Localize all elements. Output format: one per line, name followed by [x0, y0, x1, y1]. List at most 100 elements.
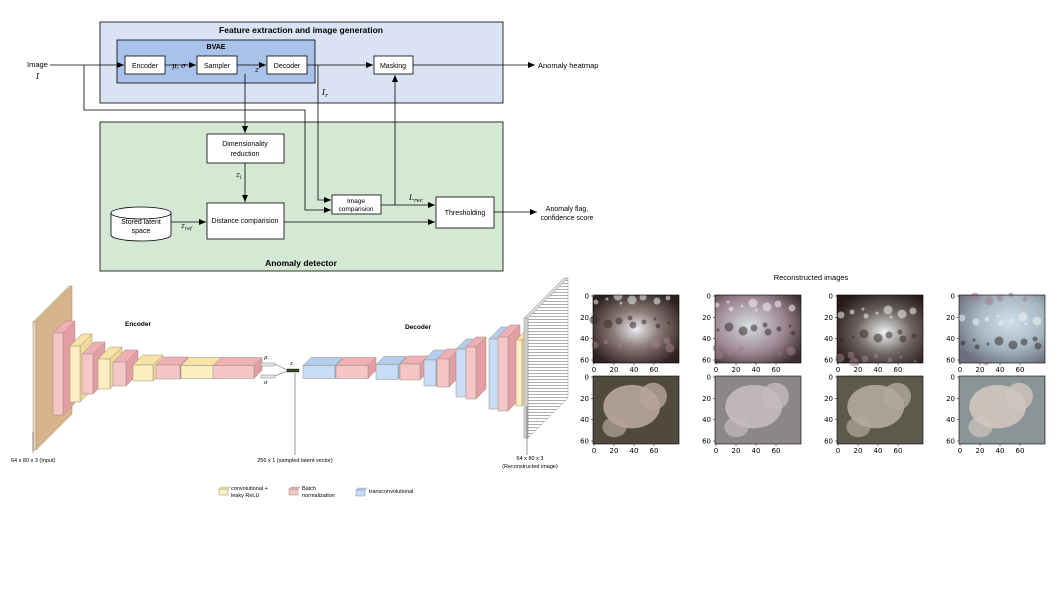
ir-label: Ir [321, 88, 328, 99]
dim-reduction-line2: reduction [231, 151, 260, 158]
y-tick-label: 0 [951, 293, 955, 301]
thresholding-label: Thresholding [445, 210, 486, 217]
arch-layers [32, 277, 569, 451]
y-tick-label: 0 [707, 293, 711, 301]
flag-output-line1: Anomaly flag, [546, 206, 588, 213]
legend-batchnorm-swatch [288, 486, 301, 496]
y-tick-label: 20 [702, 395, 711, 403]
z-label: z [254, 66, 259, 74]
legend-transconv-swatch [355, 487, 368, 497]
x-tick-label: 60 [772, 447, 781, 455]
decoder-bn-layer [335, 356, 377, 380]
heatmap-output-label: Anomaly heatmap [538, 61, 598, 70]
mu-sigma-label: μ, σ [172, 62, 186, 70]
y-tick-label: 40 [580, 416, 589, 424]
x-tick-label: 0 [958, 447, 962, 455]
thresholding-box [435, 196, 495, 229]
x-tick-label: 0 [714, 447, 718, 455]
caption-pointers [32, 373, 528, 455]
x-tick-label: 0 [958, 366, 962, 374]
y-tick-label: 20 [702, 314, 711, 322]
x-tick-label: 20 [976, 366, 985, 374]
x-tick-label: 60 [772, 366, 781, 374]
recon-title: Reconstructed images [774, 273, 849, 282]
masking-label: Masking [380, 63, 406, 70]
decoder-arch-label: Decoder [405, 324, 431, 331]
legend-conv-swatch [218, 486, 231, 496]
output-image-slab [523, 277, 569, 439]
x-tick-label: 20 [732, 366, 741, 374]
x-tick-label: 60 [894, 447, 903, 455]
distance-comparison-label: Distance comparision [212, 218, 279, 225]
x-tick-label: 0 [836, 366, 840, 374]
encoder-arch-label: Encoder [125, 321, 151, 328]
encoder-label: Encoder [132, 63, 159, 70]
dim-reduction-line1: Dimensionality [222, 141, 268, 148]
x-tick-label: 20 [976, 447, 985, 455]
y-tick-label: 20 [580, 395, 589, 403]
latent-section: μ σ z [260, 355, 300, 386]
y-tick-label: 60 [580, 357, 589, 365]
mu-vector [260, 362, 276, 367]
y-tick-label: 0 [585, 293, 589, 301]
x-tick-label: 20 [610, 447, 619, 455]
y-tick-label: 60 [702, 438, 711, 446]
y-tick-label: 0 [829, 293, 833, 301]
x-tick-label: 40 [630, 447, 639, 455]
legend-batchnorm-line1: Batch [302, 486, 316, 492]
y-tick-label: 40 [824, 335, 833, 343]
y-tick-label: 60 [824, 438, 833, 446]
x-tick-label: 0 [714, 366, 718, 374]
y-tick-label: 40 [702, 416, 711, 424]
flag-output-line2: confidence score [541, 215, 594, 222]
y-tick-label: 40 [946, 416, 955, 424]
detector-block [99, 121, 504, 272]
pipeline-connectors [50, 62, 537, 225]
x-tick-label: 40 [752, 447, 761, 455]
x-tick-label: 0 [592, 366, 596, 374]
mu-label: μ [264, 355, 268, 361]
detector-title: Anomaly detector [265, 258, 337, 268]
x-tick-label: 40 [996, 366, 1005, 374]
image-comparison-line2: comparision [338, 206, 373, 213]
y-tick-label: 60 [702, 357, 711, 365]
decoder-label: Decoder [274, 63, 301, 70]
stored-latent-line1: Stored latent [121, 219, 161, 226]
sigma-vector [260, 374, 276, 379]
legend-conv-line2: leaky ReLU [231, 493, 259, 499]
distance-comparison-box [206, 202, 285, 240]
x-tick-label: 60 [650, 447, 659, 455]
zref-label: zref [180, 222, 193, 232]
y-tick-label: 60 [946, 357, 955, 365]
x-tick-label: 20 [854, 366, 863, 374]
x-tick-label: 40 [752, 366, 761, 374]
x-tick-label: 0 [592, 447, 596, 455]
x-tick-label: 60 [894, 366, 903, 374]
y-tick-label: 40 [946, 335, 955, 343]
stored-latent-line2: space [132, 228, 151, 235]
x-tick-label: 40 [874, 366, 883, 374]
legend-transconv-label: transconvolutional [369, 489, 413, 495]
y-tick-label: 20 [580, 314, 589, 322]
x-tick-label: 20 [732, 447, 741, 455]
output-caption-line1: 64 x 80 x 3 [517, 456, 544, 462]
y-tick-label: 40 [702, 335, 711, 343]
image-comparison-line1: Image [347, 198, 365, 205]
y-tick-label: 40 [824, 416, 833, 424]
input-caption: 64 x 80 x 3 (Input) [11, 458, 55, 464]
bvae-title: BVAE [207, 44, 226, 51]
zl-label: zl [235, 171, 242, 181]
legend-batchnorm-line2: normalization [302, 493, 335, 499]
y-tick-label: 20 [946, 395, 955, 403]
feature-extraction-title: Feature extraction and image generation [219, 25, 383, 35]
y-tick-label: 60 [946, 438, 955, 446]
y-tick-label: 0 [951, 374, 955, 382]
x-tick-label: 40 [874, 447, 883, 455]
